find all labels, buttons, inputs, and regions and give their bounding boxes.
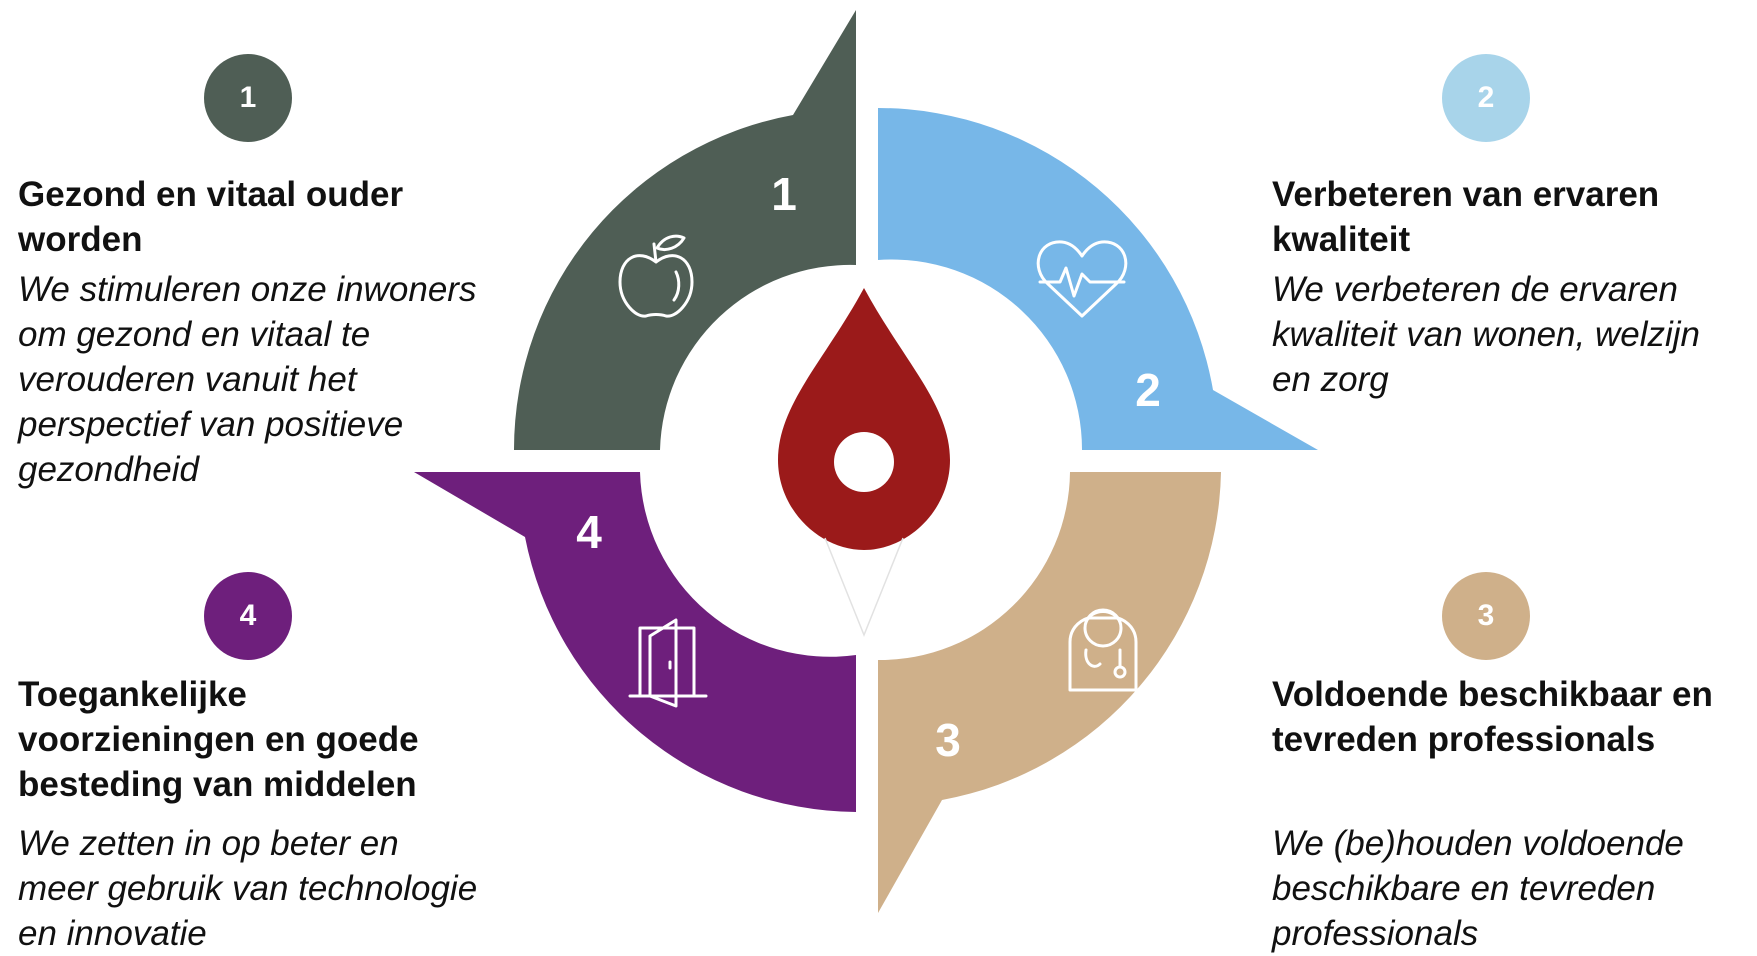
quadrant-4 xyxy=(414,472,856,812)
quadrant-1 xyxy=(513,10,856,450)
badge-3: 3 xyxy=(1442,572,1530,660)
badge-2: 2 xyxy=(1442,54,1530,142)
badge-1: 1 xyxy=(204,54,292,142)
quadrant-4-number: 4 xyxy=(576,506,602,558)
center-hole xyxy=(834,432,894,492)
quadrant-1-number: 1 xyxy=(771,168,797,220)
quadrant-3 xyxy=(878,472,1221,913)
doctor-icon xyxy=(1068,608,1138,692)
quadrant-3-number: 3 xyxy=(935,714,961,766)
quadrant-2 xyxy=(878,108,1318,450)
apple-icon xyxy=(618,234,694,318)
quadrant-2-number: 2 xyxy=(1135,364,1161,416)
center-drop-icon xyxy=(778,288,950,550)
badge-4: 4 xyxy=(204,572,292,660)
heart-pulse-icon xyxy=(1036,240,1128,318)
compass-needle-tail xyxy=(824,537,904,638)
open-door-icon xyxy=(628,618,708,708)
